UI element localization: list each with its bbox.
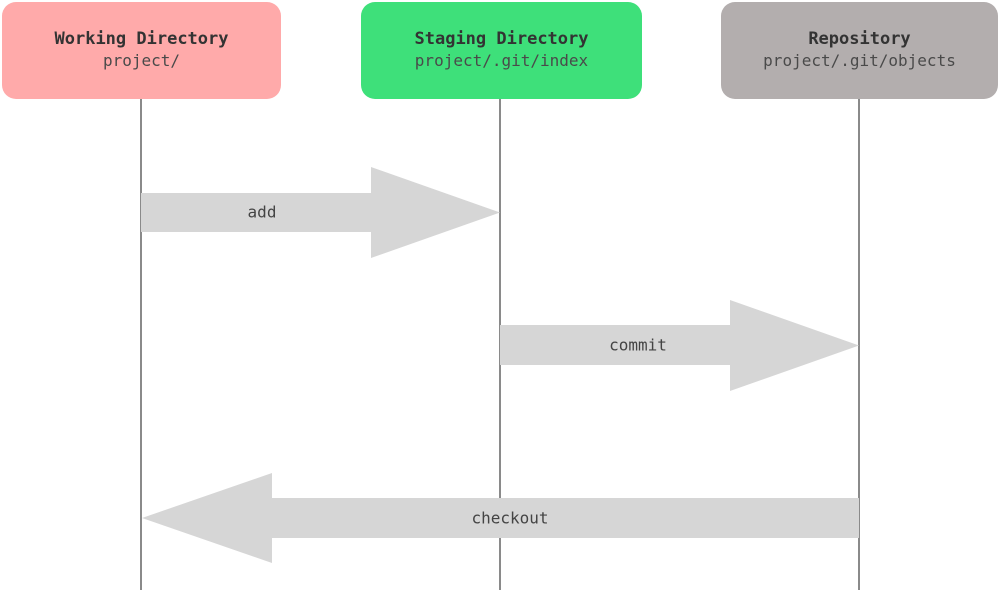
participant-title: Repository (808, 29, 911, 50)
participant-subtitle: project/.git/objects (763, 51, 956, 71)
participant-staging-directory[interactable]: Staging Directory project/.git/index (361, 2, 642, 99)
participant-subtitle: project/.git/index (414, 51, 589, 71)
participant-title: Working Directory (54, 29, 229, 50)
arrow-shape-commit (500, 300, 859, 391)
participant-repository[interactable]: Repository project/.git/objects (721, 2, 998, 99)
participant-subtitle: project/ (102, 51, 181, 71)
arrow-shape-checkout (142, 473, 859, 563)
participant-title: Staging Directory (414, 29, 589, 50)
participant-working-directory[interactable]: Working Directory project/ (2, 2, 281, 99)
lifeline-repository (858, 99, 860, 590)
arrow-shape-add (141, 167, 500, 258)
lifeline-working-directory (140, 99, 142, 590)
